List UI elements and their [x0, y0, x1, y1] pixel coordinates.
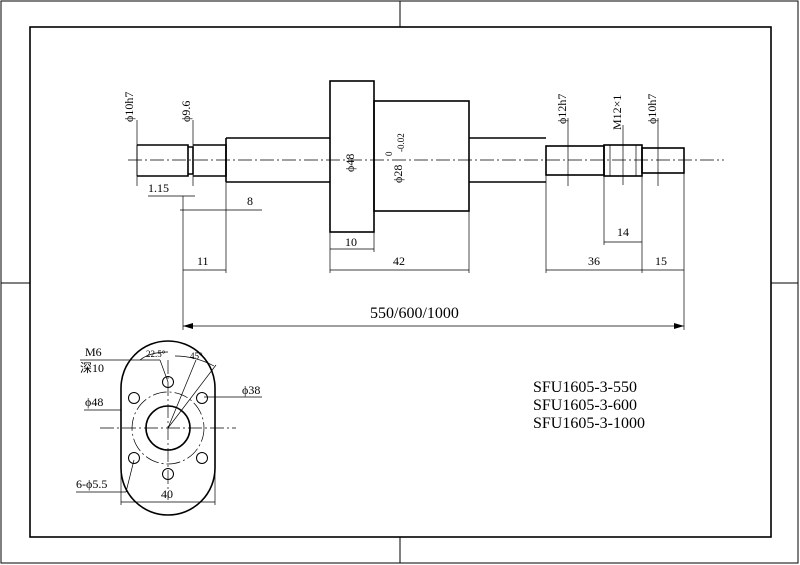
model-item: SFU1605-3-600 [533, 397, 637, 414]
left-bearing-seat [193, 144, 227, 177]
model-item: SFU1605-3-550 [533, 379, 637, 396]
bolt-hole [196, 392, 208, 404]
screw-shaft-view [128, 80, 724, 233]
label-phi48: ϕ48 [85, 395, 103, 409]
label-angle-22-5: 22.5° [146, 349, 166, 359]
right-journal [641, 147, 685, 174]
model-item: SFU1605-3-1000 [533, 415, 645, 432]
screw-body-right [469, 137, 546, 183]
dim-total-length: 550/600/1000 [370, 305, 459, 322]
label-holes: 6-ϕ5.5 [76, 477, 107, 491]
dim-phi28-tol-lower: -0.02 [396, 133, 406, 152]
nut-body [373, 100, 470, 212]
dim-phi28: ϕ28 [391, 165, 405, 183]
model-list: SFU1605-3-550 SFU1605-3-600 SFU1605-3-10… [533, 379, 645, 432]
dim-10: 10 [345, 235, 357, 249]
dim-phi28-tol-upper: 0 [384, 151, 394, 156]
label-m6: M6 [85, 345, 102, 359]
dim-8: 8 [247, 194, 253, 208]
dim-15: 15 [655, 254, 667, 268]
screw-body-left [225, 137, 330, 183]
dim-42: 42 [393, 254, 405, 268]
dim-phi10h7-left: ϕ10h7 [122, 92, 136, 122]
dim-phi10h7-right: ϕ10h7 [645, 94, 659, 124]
label-angle-45: 45° [190, 351, 203, 361]
right-bearing-seat [545, 145, 605, 176]
dim-1-15: 1.15 [148, 181, 169, 195]
label-depth: 深10 [80, 361, 104, 375]
flange-end-view: M6 深10 22.5° 45° ϕ48 ϕ38 6-ϕ5.5 40 [76, 340, 262, 516]
dim-phi12h7: ϕ12h7 [555, 94, 569, 124]
dim-phi48: ϕ48 [343, 154, 357, 172]
label-width-40: 40 [161, 487, 173, 501]
dim-14: 14 [617, 225, 629, 239]
dim-phi9-6: ϕ9.6 [179, 101, 193, 122]
bolt-hole [162, 468, 174, 480]
dim-36: 36 [588, 254, 600, 268]
bolt-hole [196, 452, 208, 464]
shaft-dimensions: ϕ10h7 ϕ9.6 1.15 8 11 ϕ48 ϕ28 0 -0.02 10 … [122, 92, 685, 330]
left-journal [137, 144, 189, 177]
dim-m12x1: M12×1 [610, 95, 624, 130]
bolt-hole [162, 376, 174, 388]
label-phi38: ϕ38 [242, 383, 260, 397]
bolt-hole [128, 452, 140, 464]
dim-11: 11 [197, 254, 209, 268]
bolt-hole [128, 392, 140, 404]
